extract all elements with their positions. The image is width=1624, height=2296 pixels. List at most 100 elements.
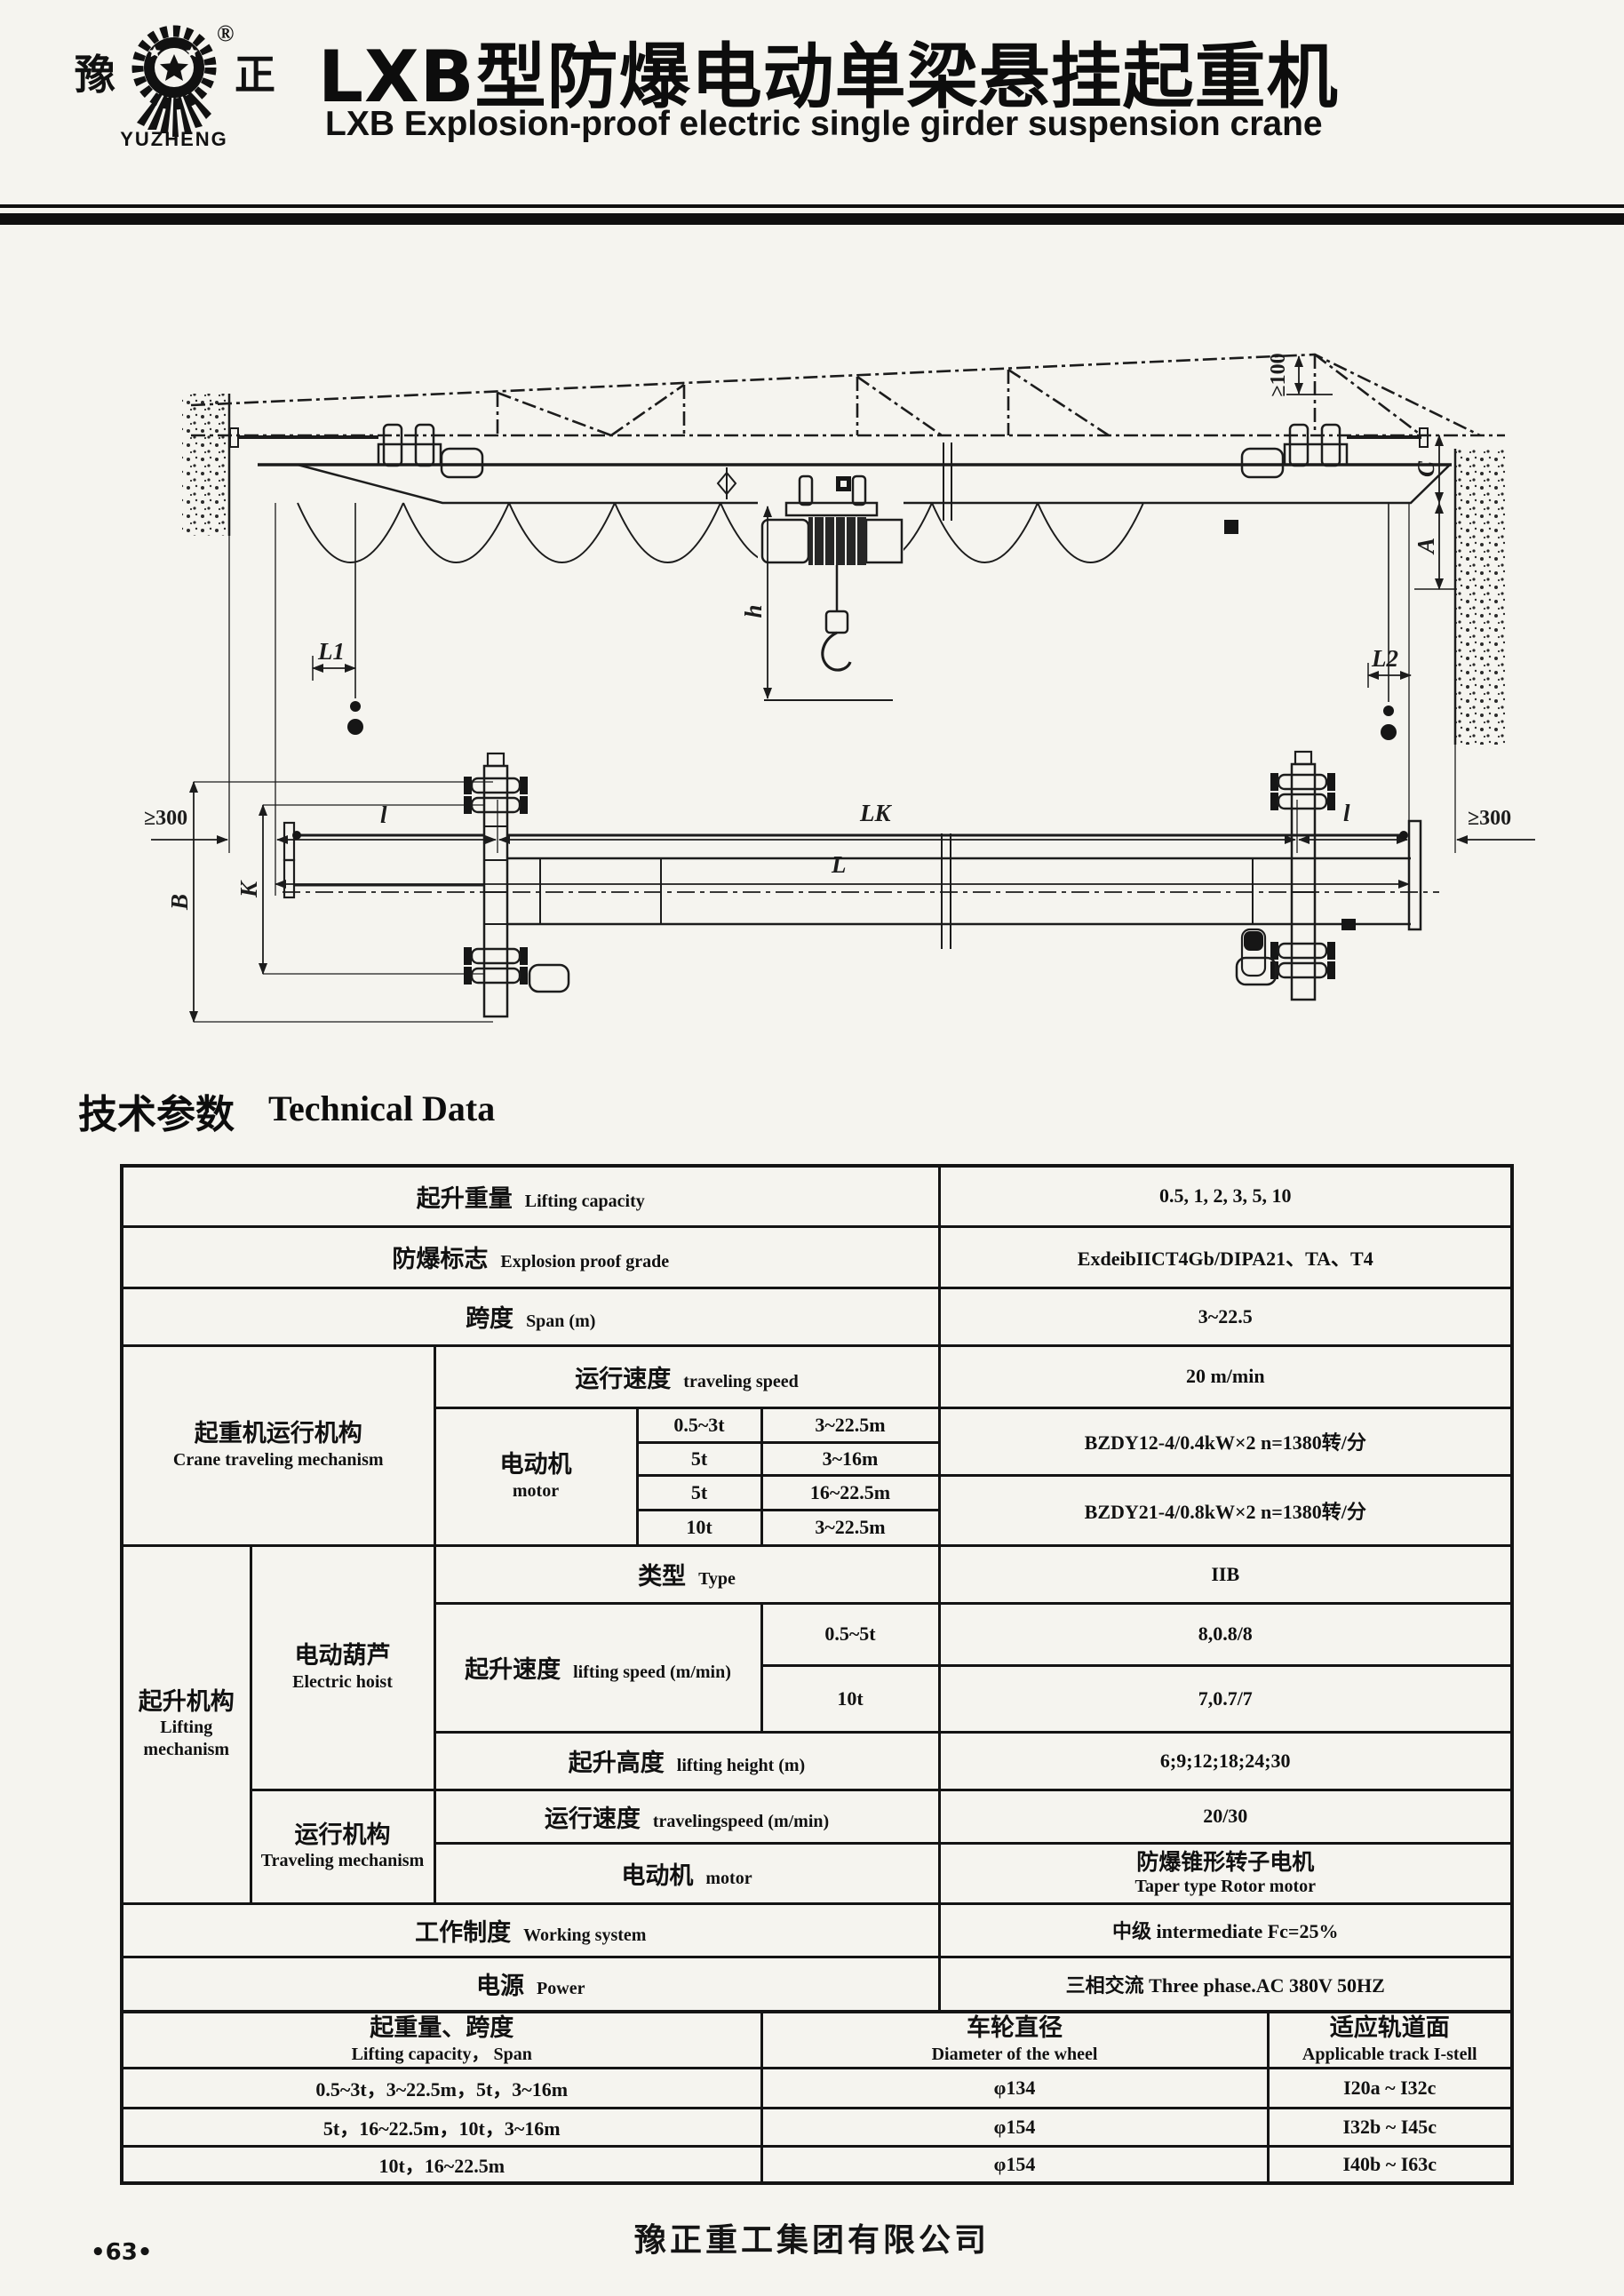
span-cell: 3~16m — [760, 1440, 941, 1477]
table-row: 5t，16~22.5m，10t，3~16m φ154 I32b ~ I45c — [120, 2106, 1514, 2148]
row-value: 8,0.8/8 — [937, 1601, 1514, 1667]
logo-char-right: 正 — [235, 51, 275, 99]
capacity-cell: 5t — [635, 1440, 763, 1477]
row-value: IIB — [937, 1543, 1514, 1605]
table-row: 0.5~3t，3~22.5m，5t，3~16m φ134 I20a ~ I32c — [120, 2066, 1514, 2109]
table-row: 起升速度 lifting speed (m/min) 0.5~5t 8,0.8/… — [122, 1601, 1514, 1734]
wheel-cluster — [1270, 942, 1335, 979]
group-label-crane-mechanism: 起重机运行机构 Crane traveling mechanism — [120, 1343, 436, 1547]
dim-l-left-label: l — [380, 801, 387, 828]
track-cell: I32b ~ I45c — [1266, 2106, 1514, 2148]
table-row: 起重机运行机构 Crane traveling mechanism 运行速度 t… — [120, 1343, 1514, 1547]
column-header: 车轮直径 Diameter of the wheel — [760, 2010, 1270, 2069]
table-row: 电动机 motor 0.5~3t 3~22.5m BZDY12-4/0.4kW×… — [122, 1406, 1514, 1547]
row-label: 电源 Power — [120, 1955, 941, 2013]
plan-view: B K — [166, 750, 1439, 1023]
wheel-track-table: 起重量、跨度 Lifting capacity， Span 车轮直径 Diame… — [120, 2010, 1514, 2185]
table-row: 10t 7,0.7/7 — [122, 1663, 1514, 1734]
group-label-electric-hoist: 电动葫芦 Electric hoist — [249, 1543, 436, 1791]
dim-l2-label: L2 — [1371, 645, 1398, 672]
table-row: 起升机构 Lifting mechanism 电动葫芦 Electric hoi… — [120, 1543, 1514, 1905]
dim-span-l-label: L — [831, 851, 847, 878]
section-heading-zh: 技术参数 — [78, 1092, 235, 1137]
table-row: 起升高度 lifting height (m) 6;9;12;18;24;30 — [122, 1730, 1514, 1791]
crane-technical-drawing: ≥100 — [144, 353, 1535, 1023]
group-label-traveling-mechanism: 运行机构 Traveling mechanism — [249, 1788, 436, 1905]
footer-company-name: 豫正重工集团有限公司 — [633, 2222, 990, 2259]
right-pendant: L2 — [1367, 503, 1412, 740]
section-heading-en: Technical Data — [268, 1088, 496, 1128]
dim-c-label: C — [1413, 460, 1439, 477]
logo-name-en: YUZHENG — [120, 128, 228, 150]
row-value: 三相交流 Three phase.AC 380V 50HZ — [937, 1955, 1514, 2013]
plan-right-carriage — [1235, 750, 1335, 1001]
row-label: 运行速度 traveling speed — [433, 1343, 941, 1409]
motor-model-value: BZDY21-4/0.8kW×2 n=1380转/分 — [937, 1473, 1514, 1547]
dim-ge300-left-label: ≥300 — [144, 807, 187, 830]
dim-l1-label: L1 — [317, 638, 345, 665]
track-cell: I40b ~ I63c — [1266, 2144, 1514, 2185]
table-row: 电动机 motor 防爆锥形转子电机 Taper type Rotor moto… — [122, 1841, 1514, 1905]
dim-b-k: B K — [166, 781, 493, 1023]
page-title: LXB型防爆电动单梁悬挂起重机 — [318, 36, 1339, 118]
roof-truss — [190, 353, 1505, 437]
travel-motor-icon — [528, 963, 570, 993]
right-end-carriage — [1240, 423, 1429, 479]
row-label: 电动机 motor — [433, 1841, 941, 1905]
dim-right-clearances: C A — [1413, 434, 1457, 590]
elevation-view: ≥100 — [144, 353, 1535, 896]
company-logo: 豫 正 ® YUZHENG — [75, 20, 275, 150]
column-header: 适应轨道面 Applicable track I-stell — [1266, 2010, 1514, 2069]
right-wall-hatch — [1455, 449, 1505, 745]
dim-a-label: A — [1413, 538, 1439, 555]
girder-plan — [283, 819, 1439, 977]
table-row: 电源 Power 三相交流 Three phase.AC 380V 50HZ — [120, 1955, 1514, 2013]
span-cell: 3~22.5m — [760, 1406, 941, 1444]
capacity-span-cell: 0.5~3t，3~22.5m，5t，3~16m — [120, 2066, 763, 2109]
wheel-diameter-cell: φ134 — [760, 2066, 1270, 2109]
wheel-cluster — [464, 777, 528, 814]
table-row: 工作制度 Working system 中级 intermediate Fc=2… — [120, 1901, 1514, 1958]
group-label-lifting-mechanism: 起升机构 Lifting mechanism — [120, 1543, 252, 1905]
wheel-cluster — [464, 947, 528, 985]
gear-star-icon — [131, 25, 217, 137]
girder-fittings — [716, 467, 1238, 534]
dim-k-label: K — [235, 880, 262, 898]
dim-roof-clearance: ≥100 — [1267, 353, 1333, 397]
row-label-lifting-speed: 起升速度 lifting speed (m/min) — [433, 1601, 763, 1734]
capacity-span-cell: 5t，16~22.5m，10t，3~16m — [120, 2106, 763, 2148]
row-label: 防爆标志 Explosion proof grade — [120, 1224, 941, 1289]
row-value: 20 m/min — [937, 1343, 1514, 1409]
table-row: 运行机构 Traveling mechanism 运行速度 travelings… — [122, 1788, 1514, 1905]
table-header-row: 起重量、跨度 Lifting capacity， Span 车轮直径 Diame… — [120, 2010, 1514, 2069]
travel-motor-icon — [1235, 956, 1278, 986]
table-row: 10t，16~22.5m φ154 I40b ~ I63c — [120, 2144, 1514, 2185]
row-label: 跨度 Span (m) — [120, 1286, 941, 1347]
row-label: 运行速度 travelingspeed (m/min) — [433, 1788, 941, 1845]
dim-b-label: B — [166, 894, 193, 911]
group-label-motor: 电动机 motor — [433, 1406, 639, 1547]
row-label: 工作制度 Working system — [120, 1901, 941, 1958]
left-end-carriage — [229, 423, 484, 479]
logo-char-left: 豫 — [75, 51, 115, 99]
capacity-cell: 10t — [760, 1663, 941, 1734]
dim-hook-height: h — [740, 506, 893, 701]
capacity-cell: 10t — [635, 1508, 763, 1547]
wheel-diameter-cell: φ154 — [760, 2106, 1270, 2148]
row-value: 0.5, 1, 2, 3, 5, 10 — [937, 1164, 1514, 1228]
row-value: 防爆锥形转子电机 Taper type Rotor motor — [937, 1841, 1514, 1905]
table-row: 起升重量 Lifting capacity 0.5, 1, 2, 3, 5, 1… — [120, 1164, 1514, 1228]
dim-lk-label: LK — [859, 800, 892, 826]
page-number: •63• — [91, 2239, 153, 2266]
hook-icon — [821, 631, 852, 672]
row-label: 起升高度 lifting height (m) — [433, 1730, 941, 1791]
electric-hoist — [758, 474, 904, 672]
row-value: 3~22.5 — [937, 1286, 1514, 1347]
left-wall-hatch — [182, 394, 229, 536]
plan-left-carriage — [464, 752, 570, 1018]
dim-l-right-label: l — [1343, 800, 1350, 826]
left-pendant: L1 — [312, 503, 363, 735]
wheel-diameter-cell: φ154 — [760, 2144, 1270, 2185]
row-label: 起升重量 Lifting capacity — [120, 1164, 941, 1228]
